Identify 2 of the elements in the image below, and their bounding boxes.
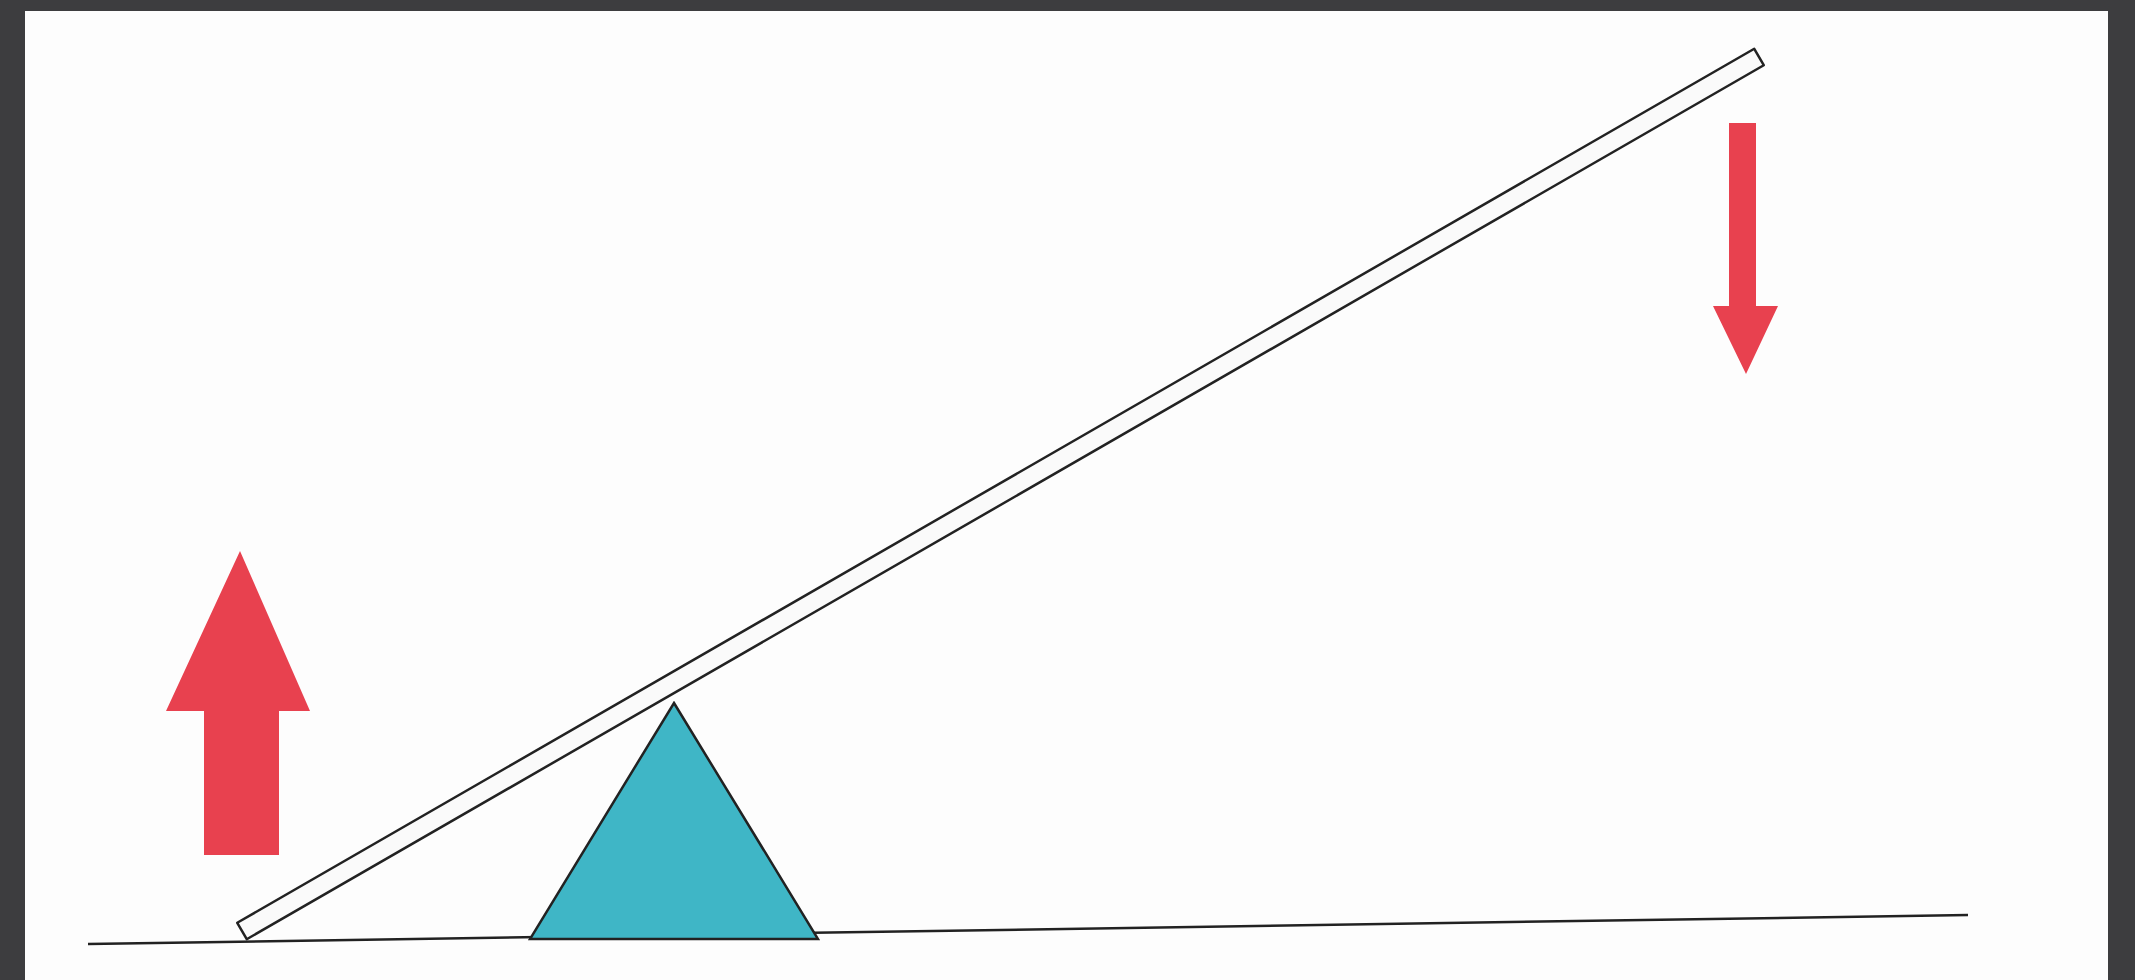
lever-bar xyxy=(236,47,1765,941)
fulcrum-triangle xyxy=(528,701,820,941)
